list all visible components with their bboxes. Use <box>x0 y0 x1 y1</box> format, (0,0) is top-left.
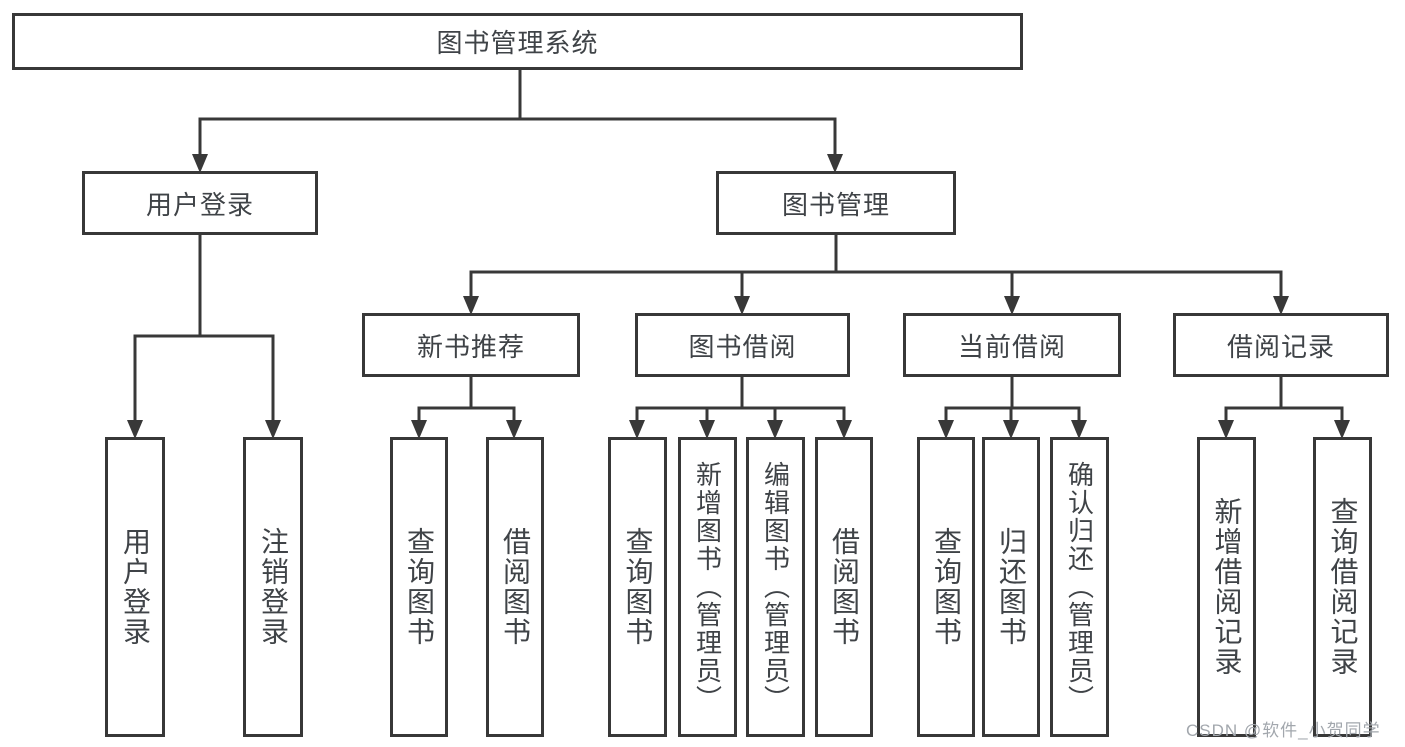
node-current-query: 查询图书 <box>917 437 975 737</box>
node-rec-borrow: 借阅图书 <box>486 437 544 737</box>
node-current-return: 归还图书 <box>982 437 1040 737</box>
node-borrow-edit: 编辑图书（管理员） <box>746 437 805 737</box>
node-login: 用户登录 <box>82 171 318 235</box>
node-borrow-add: 新增图书（管理员） <box>678 437 737 737</box>
node-user-login: 用户登录 <box>105 437 165 737</box>
node-records: 借阅记录 <box>1173 313 1389 377</box>
node-rec-query: 查询图书 <box>390 437 448 737</box>
node-current-confirm: 确认归还（管理员） <box>1050 437 1109 737</box>
watermark: CSDN @软件_小贺同学 <box>1186 721 1381 740</box>
node-logout: 注销登录 <box>243 437 303 737</box>
node-borrow: 图书借阅 <box>635 313 850 377</box>
node-rec: 新书推荐 <box>362 313 580 377</box>
node-root: 图书管理系统 <box>12 13 1023 70</box>
node-current: 当前借阅 <box>903 313 1121 377</box>
node-borrow-query: 查询图书 <box>608 437 667 737</box>
node-records-add: 新增借阅记录 <box>1197 437 1256 737</box>
node-records-query: 查询借阅记录 <box>1313 437 1372 737</box>
node-borrow-borrow: 借阅图书 <box>815 437 873 737</box>
node-mgmt: 图书管理 <box>716 171 956 235</box>
